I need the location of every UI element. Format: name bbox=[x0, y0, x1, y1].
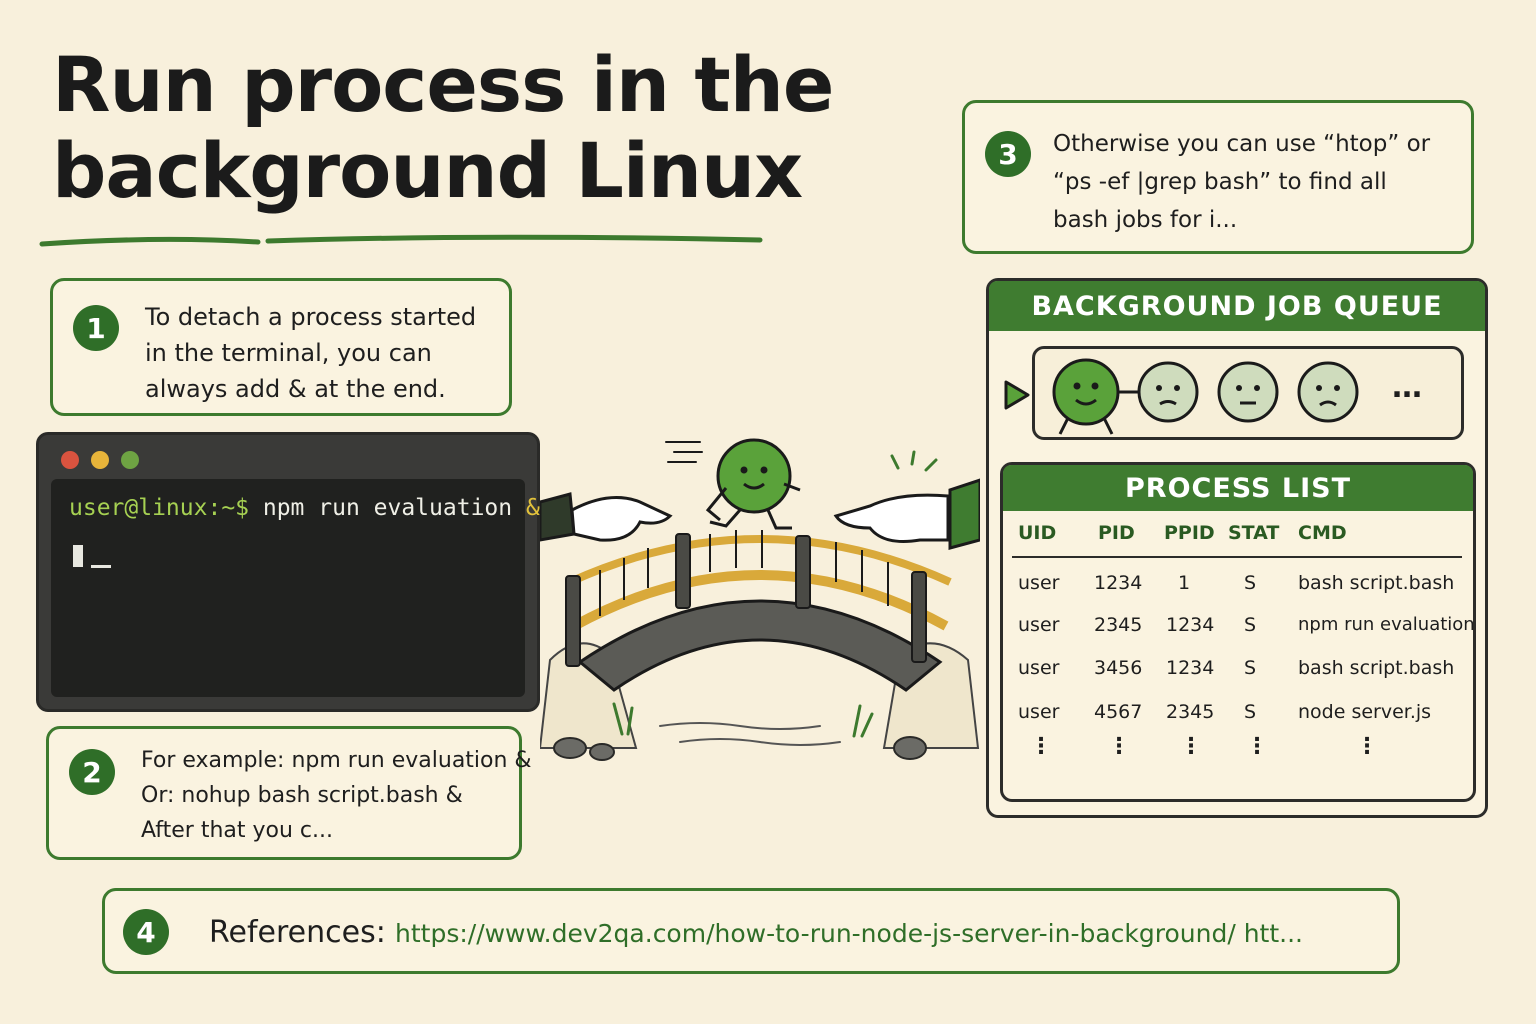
motion-lines bbox=[665, 441, 703, 463]
step-4-card: 4 References: https://www.dev2qa.com/how… bbox=[102, 888, 1400, 974]
more-rows-indicator: ⋮ bbox=[1108, 734, 1130, 759]
step-1-card: 1 To detach a process started in the ter… bbox=[50, 278, 512, 416]
step-4-badge: 4 bbox=[123, 909, 169, 955]
terminal-cursor bbox=[73, 545, 83, 567]
active-job-icon bbox=[1052, 358, 1120, 435]
bridge-posts bbox=[565, 533, 927, 667]
more-rows-indicator: ⋮ bbox=[1180, 734, 1202, 759]
table-cell-stat: S bbox=[1244, 614, 1257, 636]
terminal-command-line: user@linux:~$ npm run evaluation & bbox=[69, 495, 540, 521]
table-cell-pid: 3456 bbox=[1094, 657, 1143, 679]
step-3-text: Otherwise you can use “htop” or “ps -ef … bbox=[1053, 125, 1430, 239]
step-2-card: 2 For example: npm run evaluation & Or: … bbox=[46, 726, 532, 860]
minimize-dot[interactable] bbox=[91, 451, 109, 469]
queue-ellipsis: … bbox=[1392, 370, 1422, 405]
title-line-1: Run process in the bbox=[52, 40, 834, 129]
table-cell-stat: S bbox=[1244, 701, 1257, 723]
table-cell-stat: S bbox=[1244, 657, 1257, 679]
table-cell-uid: user bbox=[1018, 572, 1060, 594]
terminal-window: user@linux:~$ npm run evaluation & bbox=[36, 432, 540, 712]
table-cell-ppid: 1234 bbox=[1166, 657, 1215, 679]
queue-jobs bbox=[1052, 358, 1359, 435]
table-cell-cmd: bash script.bash bbox=[1298, 572, 1455, 594]
table-cell-cmd: bash script.bash bbox=[1298, 657, 1455, 679]
column-header-pid: PID bbox=[1098, 522, 1135, 544]
title-underline bbox=[39, 234, 763, 247]
step-2-line-3: After that you c... bbox=[141, 818, 333, 843]
play-arrow-icon bbox=[1004, 380, 1030, 410]
more-rows-indicator: ⋮ bbox=[1356, 734, 1378, 759]
grass-tufts bbox=[612, 702, 874, 738]
column-header-stat: STAT bbox=[1228, 522, 1280, 544]
references-label: References: bbox=[209, 915, 386, 950]
waiting-job-icon-1 bbox=[1137, 361, 1199, 423]
table-cell-pid: 2345 bbox=[1094, 614, 1143, 636]
table-cell-ppid: 1 bbox=[1178, 572, 1191, 594]
close-dot[interactable] bbox=[61, 451, 79, 469]
more-rows-indicator: ⋮ bbox=[1246, 734, 1268, 759]
terminal-prompt: user@linux:~$ bbox=[69, 495, 250, 521]
rocks bbox=[553, 736, 927, 761]
terminal-screen[interactable]: user@linux:~$ npm run evaluation & bbox=[51, 479, 540, 697]
bridge-illustration bbox=[540, 438, 980, 761]
bridge-balusters bbox=[599, 530, 889, 616]
step-1-line-2: in the terminal, you can bbox=[145, 339, 432, 367]
table-cell-cmd: node server.js bbox=[1298, 701, 1432, 723]
process-list-header: PROCESS LIST bbox=[1003, 465, 1473, 511]
waiting-job-icon-3 bbox=[1297, 361, 1359, 423]
column-header-ppid: PPID bbox=[1164, 522, 1215, 544]
right-hand-icon bbox=[833, 478, 980, 550]
process-list-divider bbox=[1012, 556, 1462, 558]
running-process-character bbox=[705, 438, 801, 530]
table-cell-cmd: npm run evaluation bbox=[1298, 614, 1475, 635]
reference-link[interactable]: https://www.dev2qa.com/how-to-run-node-j… bbox=[395, 919, 1303, 948]
step-1-line-3: always add & at the end. bbox=[145, 375, 446, 403]
table-cell-pid: 4567 bbox=[1094, 701, 1143, 723]
waiting-job-icon-2 bbox=[1217, 361, 1279, 423]
more-rows-indicator: ⋮ bbox=[1030, 734, 1052, 759]
water-lines bbox=[659, 722, 841, 746]
step-3-line-2: “ps -ef |grep bash” to find all bbox=[1053, 169, 1387, 195]
table-cell-ppid: 2345 bbox=[1166, 701, 1215, 723]
page-title: Run process in the background Linux bbox=[52, 40, 834, 215]
terminal-command: npm run evaluation bbox=[249, 495, 526, 521]
queue-header: BACKGROUND JOB QUEUE bbox=[989, 281, 1485, 331]
sparkle-lines bbox=[890, 450, 938, 472]
table-cell-uid: user bbox=[1018, 701, 1060, 723]
bridge-deck bbox=[571, 570, 949, 631]
maximize-dot[interactable] bbox=[121, 451, 139, 469]
step-1-line-1: To detach a process started bbox=[145, 303, 477, 331]
terminal-cursor-underscore bbox=[91, 565, 111, 568]
bridge-arch bbox=[577, 599, 943, 692]
step-2-text: For example: npm run evaluation & Or: no… bbox=[141, 743, 532, 848]
bridge-handrail bbox=[568, 535, 952, 586]
step-1-badge: 1 bbox=[73, 305, 119, 351]
table-cell-pid: 1234 bbox=[1094, 572, 1143, 594]
step-3-card: 3 Otherwise you can use “htop” or “ps -e… bbox=[962, 100, 1474, 254]
step-2-line-1: For example: npm run evaluation & bbox=[141, 748, 532, 773]
process-list-panel: PROCESS LIST bbox=[1000, 462, 1476, 802]
column-header-uid: UID bbox=[1018, 522, 1057, 544]
step-1-text: To detach a process started in the termi… bbox=[145, 299, 476, 407]
step-3-line-1: Otherwise you can use “htop” or bbox=[1053, 131, 1431, 157]
step-2-line-2: Or: nohup bash script.bash & bbox=[141, 783, 463, 808]
step-3-badge: 3 bbox=[985, 131, 1031, 177]
column-header-cmd: CMD bbox=[1298, 522, 1347, 544]
table-cell-uid: user bbox=[1018, 657, 1060, 679]
table-cell-ppid: 1234 bbox=[1166, 614, 1215, 636]
table-cell-uid: user bbox=[1018, 614, 1060, 636]
step-2-badge: 2 bbox=[69, 749, 115, 795]
title-line-2: background Linux bbox=[52, 126, 803, 215]
left-hand-icon bbox=[540, 492, 673, 542]
terminal-ampersand: & bbox=[525, 495, 540, 521]
table-cell-stat: S bbox=[1244, 572, 1257, 594]
step-3-line-3: bash jobs for i... bbox=[1053, 207, 1238, 233]
